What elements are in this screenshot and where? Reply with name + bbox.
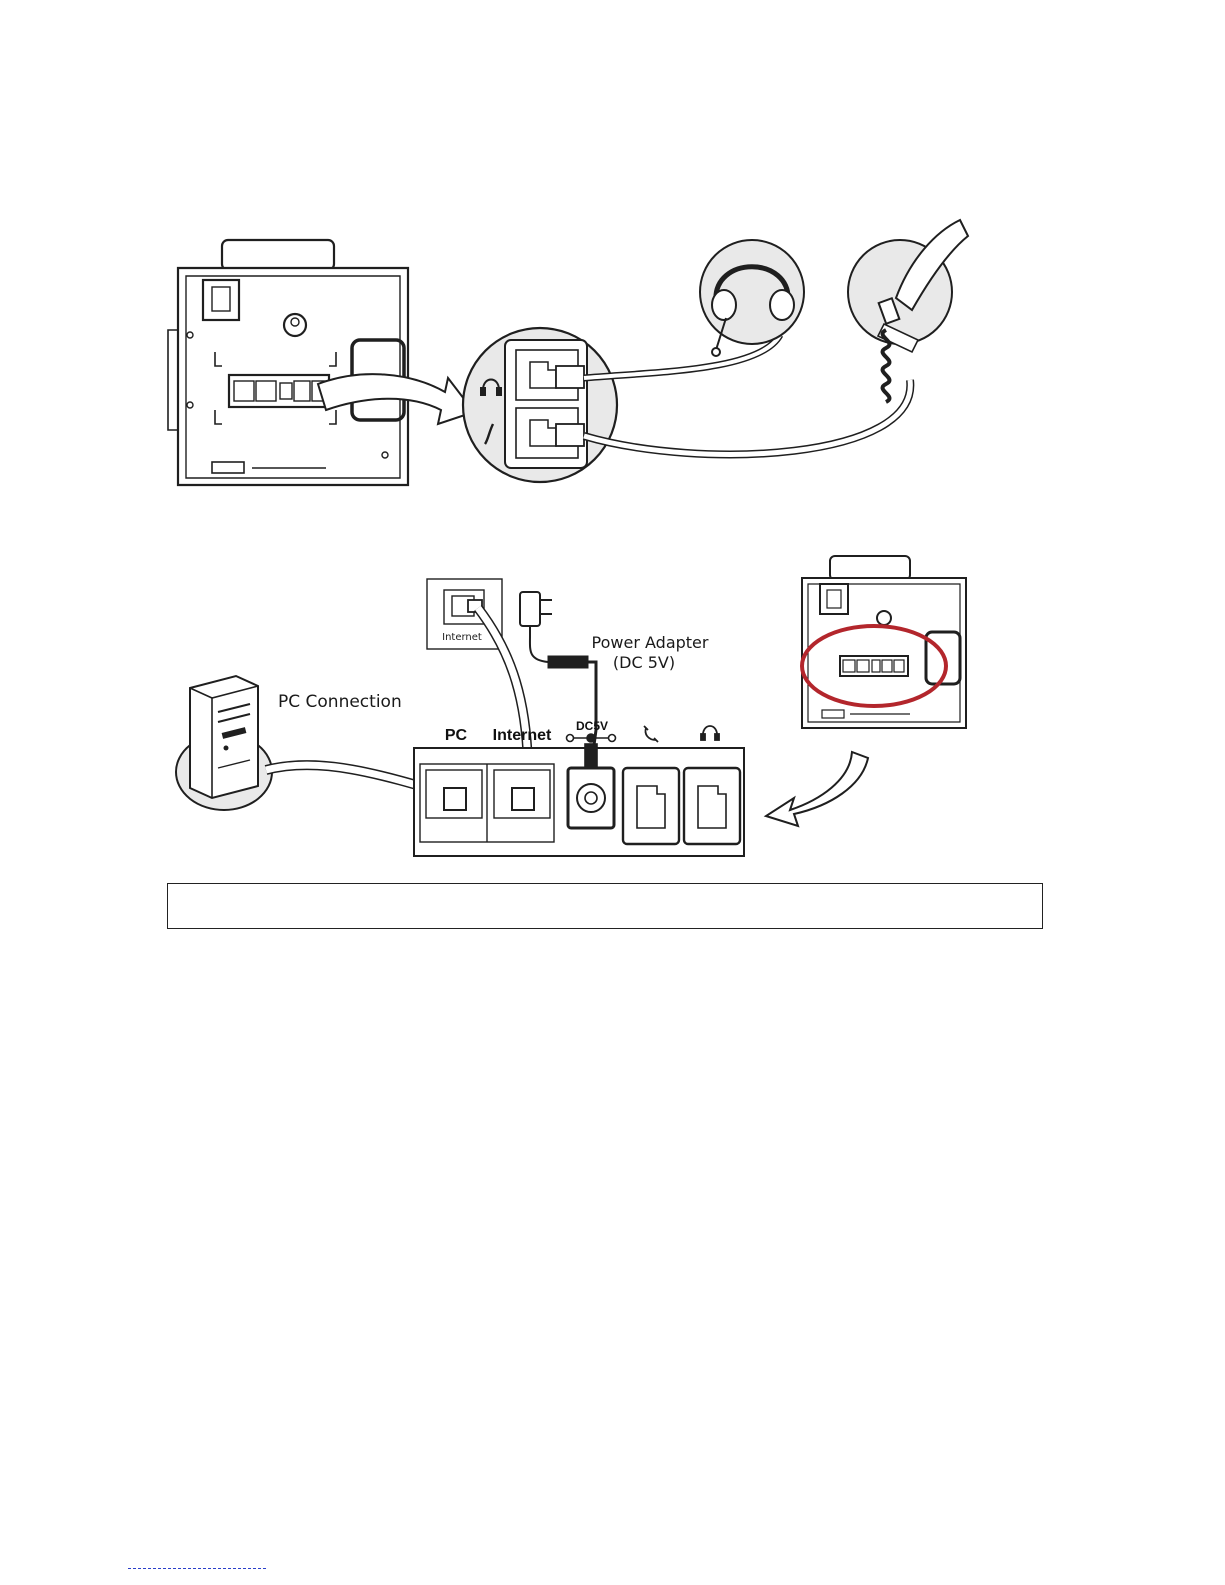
port-label-dc5v: DC5V [576, 719, 608, 733]
port-label-internet: Internet [493, 727, 552, 744]
phone-back-view-top [168, 240, 408, 485]
power-adapter-label-1: Power Adapter [592, 633, 709, 652]
rear-port-panel [414, 748, 744, 856]
arrow-to-port-panel [766, 752, 868, 826]
pc-tower [176, 676, 272, 810]
power-adapter-plug [520, 592, 590, 662]
handset-icon [644, 726, 658, 742]
port-label-pc: PC [445, 727, 468, 744]
headset-icon [701, 726, 719, 740]
caption-box [167, 883, 1043, 929]
port-closeup-circle [463, 328, 617, 482]
power-cord-ferrite [548, 656, 588, 668]
headset-disc [700, 240, 804, 356]
footer-link-rule [128, 1568, 266, 1569]
power-adapter-label-2: (DC 5V) [613, 653, 675, 672]
handset-cable [584, 380, 910, 454]
handset-disc [848, 220, 968, 352]
pc-connection-label: PC Connection [278, 692, 402, 712]
phone-back-view-bottom [802, 556, 966, 728]
internet-jack-label: Internet [442, 632, 482, 643]
